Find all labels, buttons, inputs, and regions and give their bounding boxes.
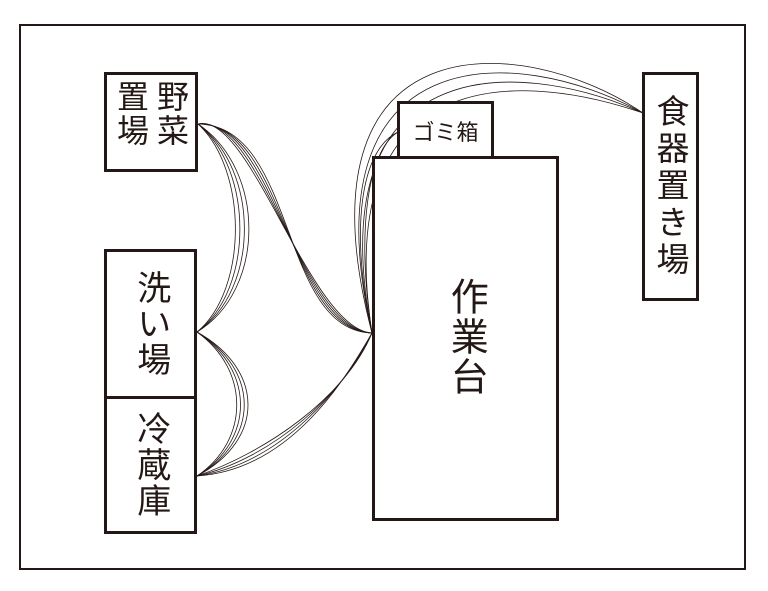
flow-line-fridge-worktable bbox=[196, 332, 373, 477]
dish-storage-box: 食器置き場 bbox=[642, 72, 699, 301]
fridge-box: 冷蔵庫 bbox=[104, 396, 197, 534]
flow-line-vegetables-worktable bbox=[197, 123, 373, 334]
vegetable-storage-label: 野菜置場 bbox=[112, 80, 190, 148]
washing-area-label: 洗い場 bbox=[130, 270, 171, 378]
worktable-box: 作業台 bbox=[372, 156, 559, 521]
flow-line-vegetables-worktable bbox=[197, 123, 373, 334]
worktable-label: 作業台 bbox=[444, 277, 489, 397]
flow-line-washing-fridge bbox=[196, 331, 237, 477]
flow-line-vegetables-washing bbox=[196, 123, 241, 333]
flow-line-fridge-worktable bbox=[196, 332, 373, 477]
flow-line-vegetables-washing bbox=[196, 123, 245, 333]
flow-line-washing-fridge bbox=[196, 331, 249, 477]
flow-line-washing-fridge bbox=[196, 331, 245, 477]
flow-line-vegetables-worktable bbox=[197, 123, 373, 334]
flow-line-worktable-trash bbox=[360, 131, 399, 334]
trash-box: ゴミ箱 bbox=[397, 101, 494, 160]
flow-line-worktable-dishes bbox=[358, 72, 644, 334]
flow-line-washing-fridge bbox=[196, 331, 241, 477]
room-outline bbox=[19, 24, 746, 570]
flow-line-vegetables-washing bbox=[196, 123, 236, 333]
trash-label: ゴミ箱 bbox=[412, 120, 479, 146]
flow-line-vegetables-washing bbox=[196, 123, 250, 333]
flow-line-worktable-trash bbox=[364, 131, 399, 334]
vegetable-storage-box: 野菜置場 bbox=[104, 72, 198, 172]
flow-line-worktable-dishes bbox=[354, 63, 644, 334]
flow-line-fridge-worktable bbox=[196, 332, 373, 477]
flow-line-vegetables-worktable bbox=[197, 123, 373, 334]
fridge-label: 冷蔵庫 bbox=[130, 411, 171, 519]
washing-area-box: 洗い場 bbox=[104, 249, 197, 399]
dish-storage-label: 食器置き場 bbox=[651, 94, 690, 279]
flow-line-fridge-worktable bbox=[196, 332, 373, 477]
flow-line-worktable-dishes bbox=[362, 81, 644, 334]
flow-line-vegetables-worktable bbox=[197, 123, 373, 334]
